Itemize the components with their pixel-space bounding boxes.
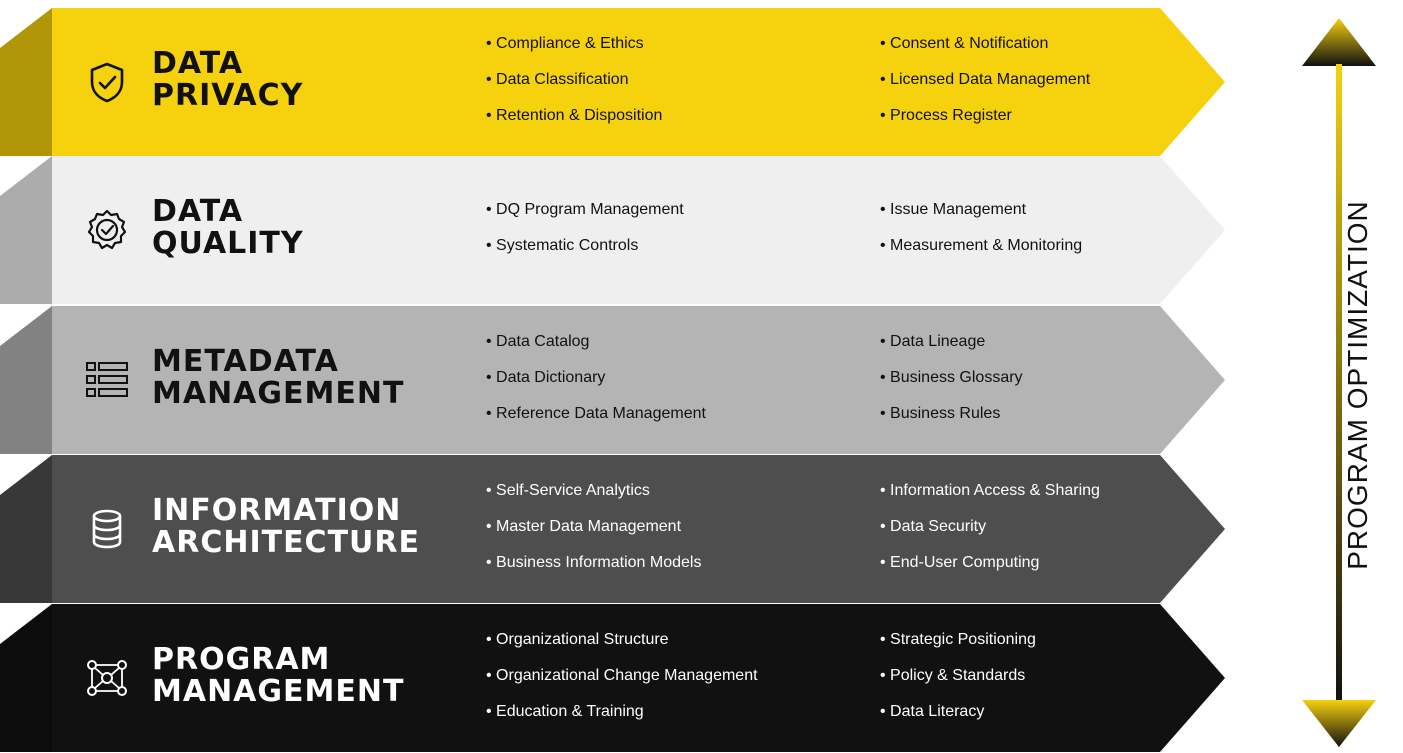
list-item: • Data Classification xyxy=(486,71,629,88)
list-item: • Business Rules xyxy=(880,405,1001,422)
network-icon xyxy=(84,655,130,701)
list-item: • Data Dictionary xyxy=(486,369,606,386)
list-item: • Reference Data Management xyxy=(486,405,706,422)
list-item: • Data Literacy xyxy=(880,703,985,720)
item-list-right: • Data Lineage • Business Glossary • Busin… xyxy=(880,324,1023,432)
double-arrow-icon xyxy=(1302,18,1376,747)
layer-title-line2: MANAGEMENT xyxy=(152,674,405,709)
optimization-axis xyxy=(1280,0,1403,749)
shield-check-icon xyxy=(84,59,130,105)
item-list-right: • Information Access & Sharing • Data Sec… xyxy=(880,473,1100,581)
list-item: • Master Data Management xyxy=(486,518,682,535)
layer-title-line1: DATA xyxy=(152,194,244,229)
layer-title-line2: MANAGEMENT xyxy=(152,376,405,411)
list-item: • DQ Program Management xyxy=(486,201,684,218)
layer-title-line1: DATA xyxy=(152,46,244,81)
item-list-left: • Organizational Structure • Organization… xyxy=(486,622,758,730)
list-icon xyxy=(84,357,130,403)
item-list-right: • Consent & Notification • Licensed Data … xyxy=(880,26,1090,134)
list-item: • Licensed Data Management xyxy=(880,71,1091,88)
database-icon xyxy=(84,506,130,552)
list-item: • Consent & Notification xyxy=(880,35,1049,52)
arrow-down-head xyxy=(1302,700,1376,747)
list-item: • End-User Computing xyxy=(880,554,1040,571)
band-background xyxy=(0,156,1225,304)
list-item: • Self-Service Analytics xyxy=(486,482,650,499)
list-item: • Retention & Disposition xyxy=(486,107,663,124)
list-item: • Organizational Structure xyxy=(486,631,669,648)
layer-title-line2: ARCHITECTURE xyxy=(152,525,420,560)
list-item: • Strategic Positioning xyxy=(880,631,1036,648)
layer-title-line2: QUALITY xyxy=(152,226,304,261)
list-item: • Process Register xyxy=(880,107,1012,124)
list-item: • Organizational Change Management xyxy=(486,667,758,684)
list-item: • Issue Management xyxy=(880,201,1027,218)
list-item: • Education & Training xyxy=(486,703,644,720)
layer-title-line1: INFORMATION xyxy=(152,493,402,528)
item-list-right: • Issue Management • Measurement & Monito… xyxy=(880,192,1082,264)
item-list-left: • DQ Program Management • Systematic Cont… xyxy=(486,192,684,264)
axis-label: PROGRAM OPTIMIZATION xyxy=(1342,200,1373,570)
band-background xyxy=(0,455,1225,603)
list-item: • Business Glossary xyxy=(880,369,1023,386)
arrow-up-head xyxy=(1302,18,1376,66)
list-item: • Measurement & Monitoring xyxy=(880,237,1083,254)
list-item: • Policy & Standards xyxy=(880,667,1026,684)
list-item: • Data Security xyxy=(880,518,987,535)
layer-title-line1: PROGRAM xyxy=(152,642,331,677)
list-item: • Data Lineage xyxy=(880,333,986,350)
band-background xyxy=(0,306,1225,454)
list-item: • Systematic Controls xyxy=(486,237,639,254)
arrow-shaft xyxy=(1336,64,1342,704)
layer-title-line2: PRIVACY xyxy=(152,78,304,113)
badge-check-icon xyxy=(84,207,130,253)
list-item: • Data Catalog xyxy=(486,333,590,350)
item-list-left: • Data Catalog • Data Dictionary • Referen… xyxy=(486,324,706,432)
list-item: • Compliance & Ethics xyxy=(486,35,644,52)
band-background xyxy=(0,604,1225,752)
list-item: • Information Access & Sharing xyxy=(880,482,1100,499)
item-list-right: • Strategic Positioning • Policy & Standa… xyxy=(880,622,1036,730)
band-background xyxy=(0,8,1225,156)
item-list-left: • Compliance & Ethics • Data Classificati… xyxy=(486,26,662,134)
list-item: • Business Information Models xyxy=(486,554,702,571)
item-list-left: • Self-Service Analytics • Master Data Ma… xyxy=(486,473,701,581)
layer-title-line1: METADATA xyxy=(152,344,339,379)
